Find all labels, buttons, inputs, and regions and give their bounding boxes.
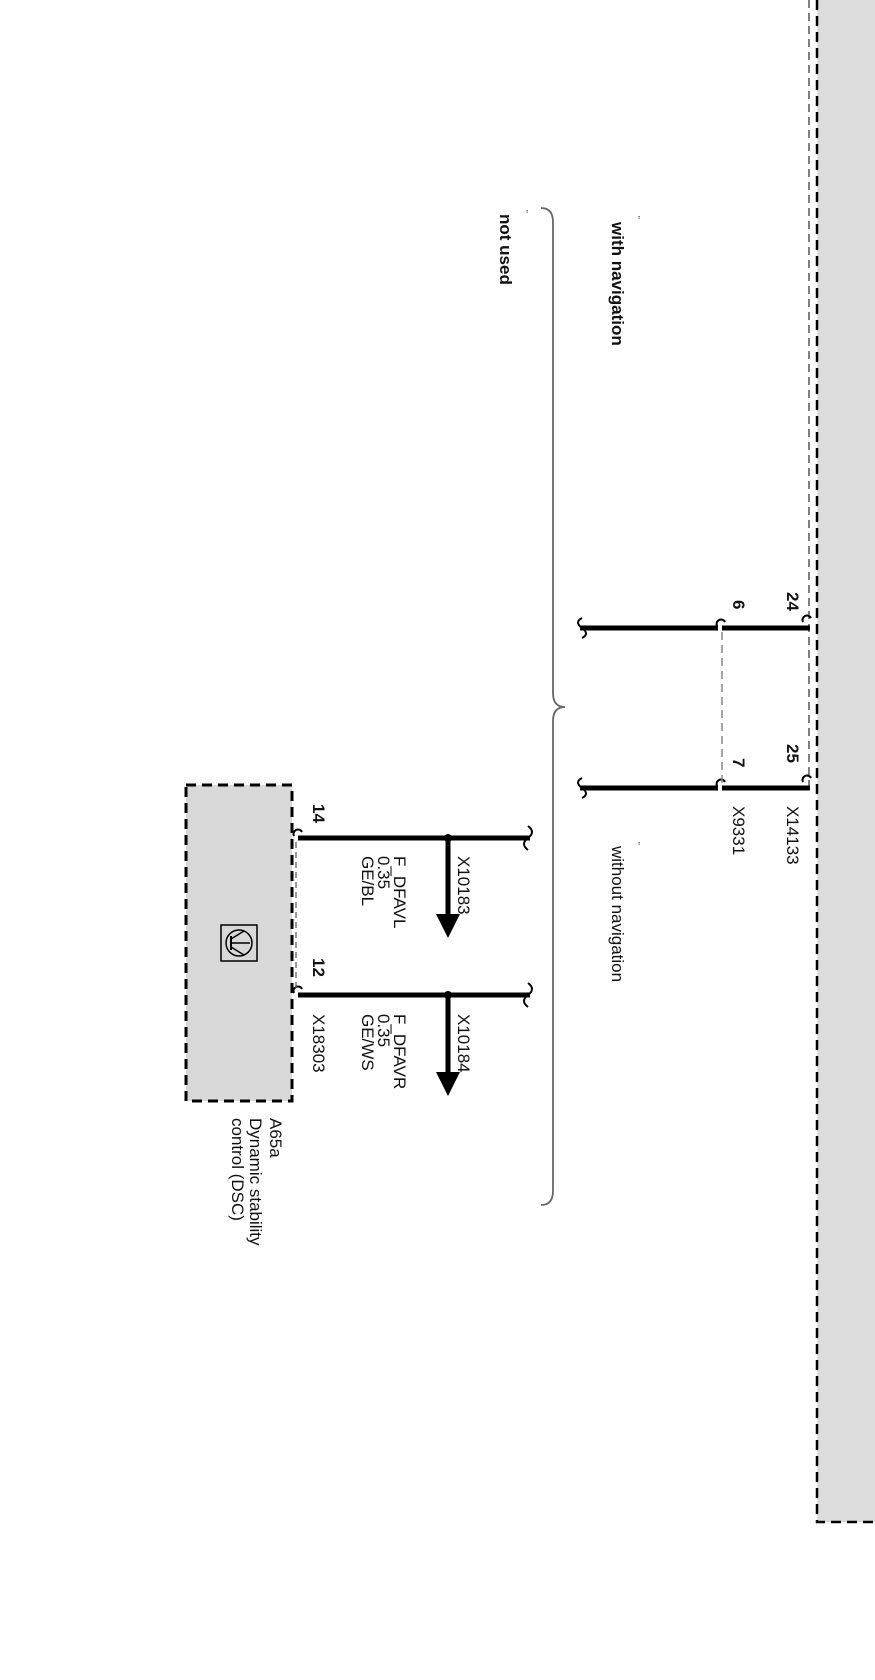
pin-25-hook bbox=[801, 774, 812, 783]
f-dfavl-signal-label: F_DFAVL bbox=[390, 856, 409, 928]
f-dfavr-gauge-label: 0.35 bbox=[374, 1014, 393, 1047]
connector-x9331: 6 7 X9331 bbox=[715, 600, 748, 855]
f-dfavr-signal-label: F_DFAVR bbox=[390, 1014, 409, 1089]
connector-x9331-label: X9331 bbox=[729, 806, 748, 855]
with-navigation-marker: " bbox=[632, 216, 641, 219]
pin-14-label: 14 bbox=[309, 804, 328, 823]
outer-unit-border bbox=[815, 0, 875, 1524]
without-navigation-note: without navigation bbox=[608, 845, 627, 982]
module-name-line1: Dynamic stability bbox=[246, 1118, 265, 1246]
pin-6-hook bbox=[715, 618, 726, 627]
module-id-label: A65a bbox=[266, 1118, 285, 1158]
transistor-symbol-icon bbox=[220, 924, 258, 962]
switch-wires bbox=[577, 617, 810, 799]
f-dfavl-color-label: GE/BL bbox=[358, 856, 377, 906]
branch-x10183-arrow bbox=[436, 914, 460, 938]
not-used-note: not used bbox=[496, 214, 515, 285]
variant-notes: " with navigation " without navigation "… bbox=[496, 210, 641, 982]
outer-control-unit bbox=[808, 0, 875, 1524]
wire-end-left-bottom bbox=[577, 777, 587, 799]
signal-wires bbox=[298, 825, 533, 1096]
pin-7-label: 7 bbox=[729, 758, 748, 767]
pin-24-hook bbox=[801, 614, 812, 623]
pin-24-label: 24 bbox=[783, 592, 802, 611]
dsc-module: 14 12 X18303 A65a Dynamic stability cont… bbox=[184, 783, 328, 1246]
wire-f-dfavl-end bbox=[523, 825, 533, 851]
with-navigation-note: with navigation bbox=[608, 221, 627, 346]
connector-x14133: 24 25 X14133 bbox=[783, 592, 812, 865]
outer-unit-fill bbox=[817, 0, 875, 1522]
x10184-label: X10184 bbox=[454, 1014, 473, 1073]
pin-7-hook bbox=[715, 778, 726, 787]
f-dfavl-gauge-label: 0.35 bbox=[374, 856, 393, 889]
wire-end-left-top bbox=[577, 617, 587, 639]
wire-f-dfavr-end bbox=[523, 982, 533, 1008]
variant-brace bbox=[540, 207, 566, 1206]
pin-12-label: 12 bbox=[309, 958, 328, 977]
pin-25-label: 25 bbox=[783, 744, 802, 763]
pin-6-label: 6 bbox=[729, 600, 748, 609]
module-name-line2: control (DSC) bbox=[228, 1118, 247, 1221]
without-navigation-marker: " bbox=[632, 842, 641, 845]
pin-12-hook bbox=[292, 985, 303, 994]
f-dfavr-color-label: GE/WS bbox=[358, 1014, 377, 1071]
branch-x10184-arrow bbox=[436, 1072, 460, 1096]
x10183-label: X10183 bbox=[454, 856, 473, 915]
wire-labels: X10183 F_DFAVL 0.35 GE/BL X10184 F_DFAVR… bbox=[358, 856, 473, 1089]
connector-x14133-label: X14133 bbox=[783, 806, 802, 865]
pin-14-hook bbox=[292, 828, 303, 837]
not-used-marker: " bbox=[520, 210, 529, 213]
connector-x18303-label: X18303 bbox=[309, 1014, 328, 1073]
